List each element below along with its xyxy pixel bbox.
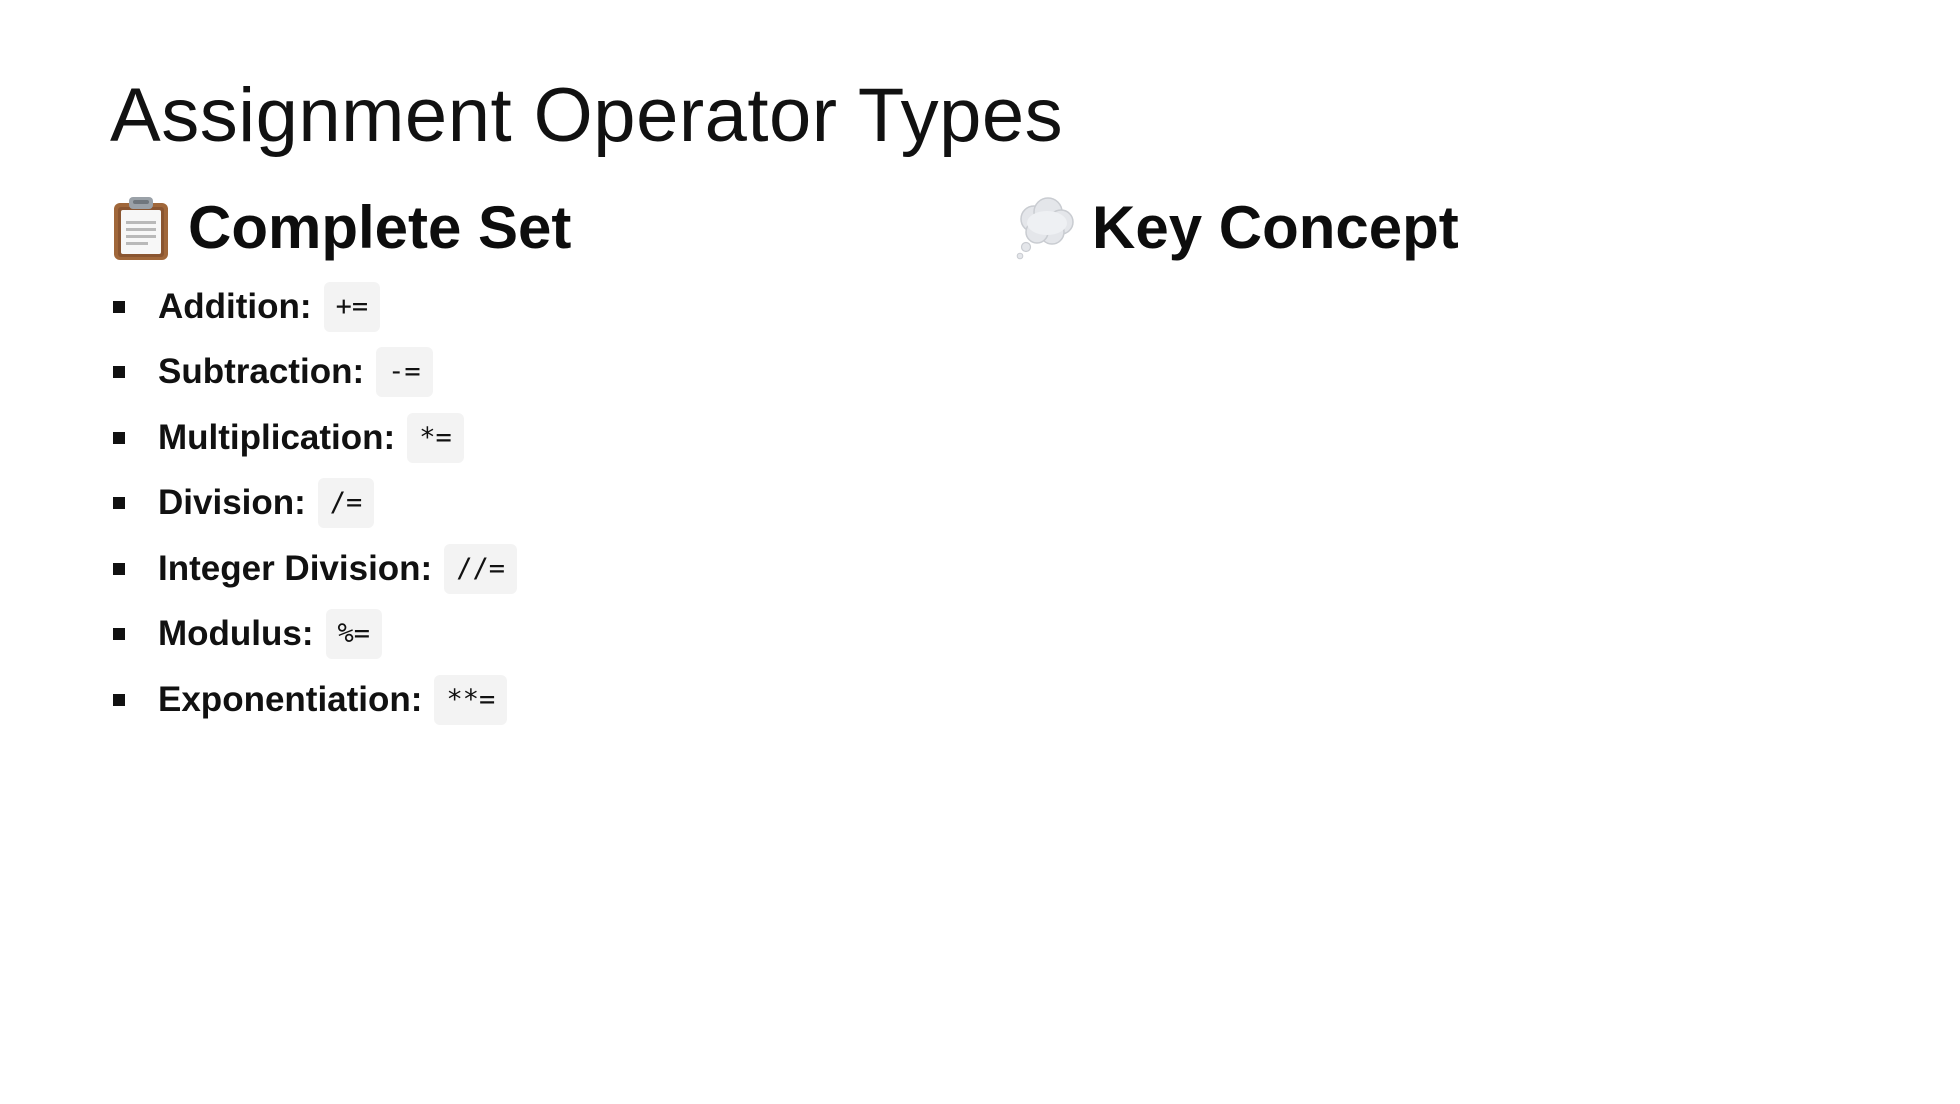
key-concept-heading-text: Key Concept <box>1092 194 1459 261</box>
key-concept-heading: Key Concept <box>1014 192 1874 264</box>
operator-label: Addition: <box>158 286 312 326</box>
list-item: Addition: += <box>110 274 517 340</box>
bullet-square-icon <box>113 300 125 313</box>
operator-label: Modulus: <box>158 614 314 654</box>
operator-code: -= <box>376 347 433 398</box>
operator-code: **= <box>434 674 508 725</box>
operator-label: Multiplication: <box>158 417 396 457</box>
complete-set-heading-text: Complete Set <box>188 194 572 261</box>
operator-label: Integer Division: <box>158 548 433 588</box>
bullet-square-icon <box>113 431 125 444</box>
complete-set-heading: Complete Set <box>110 192 970 264</box>
list-item: Modulus: %= <box>110 602 517 668</box>
operator-label: Exponentiation: <box>158 679 423 719</box>
bullet-square-icon <box>113 562 125 575</box>
operator-label: Division: <box>158 483 306 523</box>
bullet-square-icon <box>113 497 125 510</box>
list-item: Subtraction: -= <box>110 340 517 406</box>
slide-title: Assignment Operator Types <box>110 73 1064 158</box>
bullet-square-icon <box>113 693 125 706</box>
complete-set-column: Complete Set Addition: += Subtraction: -… <box>110 192 970 725</box>
operator-list: Addition: += Subtraction: -= Multiplicat… <box>110 274 517 733</box>
bullet-square-icon <box>113 366 125 379</box>
operator-label: Subtraction: <box>158 352 365 392</box>
operator-code: %= <box>325 609 383 660</box>
operator-code: *= <box>407 412 464 463</box>
bullet-square-icon <box>113 628 125 641</box>
operator-code: //= <box>444 543 517 594</box>
list-item: Exponentiation: **= <box>110 667 517 733</box>
operator-code: /= <box>317 478 375 529</box>
operator-code: += <box>323 281 381 332</box>
list-item: Division: /= <box>110 471 517 537</box>
key-concept-column: Key Concept <box>1014 192 1874 264</box>
list-item: Integer Division: //= <box>110 536 517 602</box>
list-item: Multiplication: *= <box>110 405 517 471</box>
clipboard-icon <box>110 195 172 261</box>
thought-balloon-icon <box>1014 195 1076 261</box>
